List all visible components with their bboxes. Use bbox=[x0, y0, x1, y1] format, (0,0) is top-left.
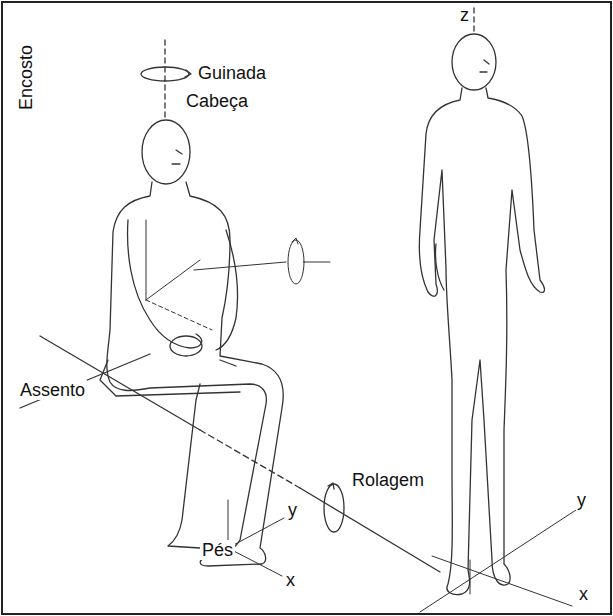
seated-figure bbox=[100, 120, 283, 566]
axis-label: x bbox=[577, 584, 590, 604]
part-label: Pés bbox=[200, 540, 235, 560]
rotation-label: Guinada bbox=[196, 63, 268, 83]
yaw-arrow bbox=[185, 70, 191, 77]
rotation-label: Rolagem bbox=[350, 470, 426, 490]
roll-axis bbox=[20, 336, 440, 572]
axis-label: x bbox=[284, 570, 297, 590]
part-label: Assento bbox=[18, 380, 87, 400]
feet-axes bbox=[228, 500, 284, 576]
standing-figure bbox=[419, 8, 544, 595]
yaw-axis bbox=[164, 40, 165, 118]
yaw-rotation bbox=[141, 67, 189, 81]
back-axes bbox=[146, 220, 330, 330]
part-label: Cabeça bbox=[184, 91, 250, 111]
axis-label: y bbox=[575, 490, 588, 510]
part-label: Encosto bbox=[16, 43, 36, 112]
axis-label: y bbox=[286, 500, 299, 520]
standing-axes bbox=[420, 510, 576, 612]
axis-label: z bbox=[458, 5, 471, 25]
